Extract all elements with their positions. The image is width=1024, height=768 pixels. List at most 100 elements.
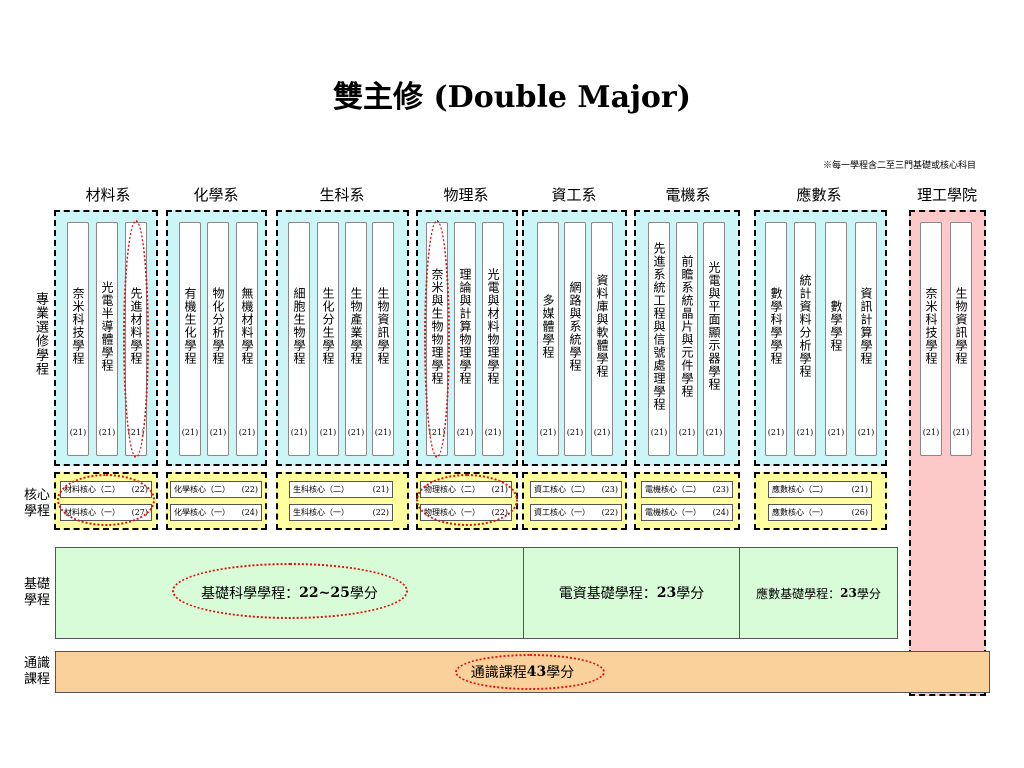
program-card: 前瞻系統晶片與元件學程(21) <box>676 222 698 456</box>
row-label-basic-line2: 學程 <box>23 593 50 608</box>
core-box: 資工核心（二） (23) <box>530 481 622 498</box>
dept-chemistry: 化學系 <box>193 186 239 204</box>
program-name: 奈米科技學程 <box>71 287 85 365</box>
core-credits: (26) <box>851 508 868 517</box>
program-name: 生化分生學程 <box>321 287 335 365</box>
dept-biology: 生科系 <box>319 186 365 204</box>
program-credits: (21) <box>290 428 308 437</box>
program-name: 光電與材料物理學程 <box>486 267 500 385</box>
program-name: 數學科學學程 <box>769 287 783 365</box>
core-box: 化學核心（一）(24) <box>170 504 262 521</box>
program-credits: (21) <box>347 428 365 437</box>
row-label-core-line1: 核心 <box>23 488 50 503</box>
program-card: 無機材料學程 (21) <box>236 222 258 456</box>
program-credits: (21) <box>238 428 256 437</box>
core-box: 生科核心（一） (22) <box>289 504 393 521</box>
core-label: 電機核心（二） <box>645 485 701 494</box>
highlight-oval <box>424 220 450 458</box>
row-label-core: 核心 學程 <box>22 488 52 520</box>
program-card: 光電與平面顯示器學程 (21) <box>703 222 725 456</box>
row-label-basic: 基礎 學程 <box>22 577 52 609</box>
program-credits: (21) <box>952 428 970 437</box>
program-card: 奈米科技學程 (21) <box>920 222 942 456</box>
program-name: 光電半導體學程 <box>100 280 114 372</box>
program-name: 生物產業學程 <box>349 287 363 365</box>
program-name: 光電與平面顯示器學程 <box>707 261 721 391</box>
core-credits: (21) <box>372 485 389 494</box>
program-credits: (21) <box>922 428 940 437</box>
highlight-oval <box>455 654 605 690</box>
highlight-oval <box>123 220 149 458</box>
program-credits: (21) <box>374 428 392 437</box>
program-name: 資訊計算學程 <box>859 287 873 365</box>
program-name: 細胞生物學程 <box>292 287 306 365</box>
program-name: 前瞻系統晶片與元件學程 <box>680 254 694 398</box>
core-label: 資工核心（一） <box>534 508 590 517</box>
program-name: 物化分析學程 <box>211 287 225 365</box>
core-credits: (23) <box>712 485 729 494</box>
program-card: 數學科學學程 (21) <box>765 222 787 456</box>
page-title: 雙主修 (Double Major) <box>333 80 691 115</box>
core-box: 化學核心（二） (22) <box>170 481 262 498</box>
program-credits: (21) <box>456 428 474 437</box>
program-name: 無機材料學程 <box>240 287 254 365</box>
program-credits: (21) <box>181 428 199 437</box>
program-card: 多媒體學程(21) <box>537 222 559 456</box>
program-credits: (21) <box>484 428 502 437</box>
program-name: 統計資料分析學程 <box>798 274 812 378</box>
program-credits: (21) <box>69 428 87 437</box>
core-credits: (23) <box>601 485 618 494</box>
highlight-oval <box>57 474 155 526</box>
program-name: 理論與計算物理學程 <box>458 267 472 385</box>
row-label-major: 專業選修學程 <box>33 292 48 376</box>
program-name: 奈米科技學程 <box>924 287 938 365</box>
program-name: 先進系統工程與信號處理學程 <box>652 241 666 411</box>
highlight-oval <box>172 563 408 619</box>
row-label-general-line1: 通識 <box>23 656 50 671</box>
highlight-oval <box>416 474 518 526</box>
program-credits: (21) <box>209 428 227 437</box>
basic-eecs-label: 電資基礎學程： <box>558 586 657 602</box>
dept-math: 應數系 <box>796 186 842 204</box>
program-card: 統計資料分析學程 (21) <box>794 222 816 456</box>
basic-eecs-credits: 23 <box>656 585 677 601</box>
program-card: 資料庫與軟體學程(21) <box>591 222 613 456</box>
program-credits: (21) <box>319 428 337 437</box>
core-credits: (21) <box>851 485 868 494</box>
core-label: 資工核心（二） <box>534 485 590 494</box>
program-card: 物化分析學程 (21) <box>207 222 229 456</box>
program-credits: (21) <box>593 428 611 437</box>
core-label: 化學核心（二） <box>174 485 230 494</box>
program-name: 生物資訊學程 <box>954 287 968 365</box>
dept-materials: 材料系 <box>85 186 131 204</box>
core-label: 電機核心（一） <box>645 508 701 517</box>
row-label-core-line2: 學程 <box>23 504 50 519</box>
core-box: 生科核心（二）(21) <box>289 481 393 498</box>
footnote: ※每一學程含二至三門基礎或核心科目 <box>822 161 976 171</box>
program-credits: (21) <box>650 428 668 437</box>
row-label-general: 通識 課程 <box>22 656 52 688</box>
program-credits: (21) <box>767 428 785 437</box>
core-box: 應數核心（一） (26) <box>768 504 872 521</box>
core-box: 電機核心（二） (23) <box>641 481 733 498</box>
program-card: 先進系統工程與信號處理學程 (21) <box>648 222 670 456</box>
program-card: 網路與系統學程(21) <box>564 222 586 456</box>
core-credits: (22) <box>372 508 389 517</box>
program-credits: (21) <box>796 428 814 437</box>
dept-college: 理工學院 <box>916 186 977 204</box>
core-label: 應數核心（一） <box>772 508 828 517</box>
program-card: 資訊計算學程 (21) <box>855 222 877 456</box>
core-label: 生科核心（一） <box>293 508 349 517</box>
core-credits: (22) <box>241 485 258 494</box>
program-card: 生化分生學程 (21) <box>317 222 339 456</box>
program-card: 數學學程(21) <box>825 222 847 456</box>
program-credits: (21) <box>857 428 875 437</box>
core-box: 資工核心（一）(22) <box>530 504 622 521</box>
dept-cs: 資工系 <box>551 186 597 204</box>
program-card: 有機生化學程(21) <box>179 222 201 456</box>
program-card: 光電半導體學程(21) <box>96 222 118 456</box>
program-credits: (21) <box>705 428 723 437</box>
program-name: 生物資訊學程 <box>376 287 390 365</box>
